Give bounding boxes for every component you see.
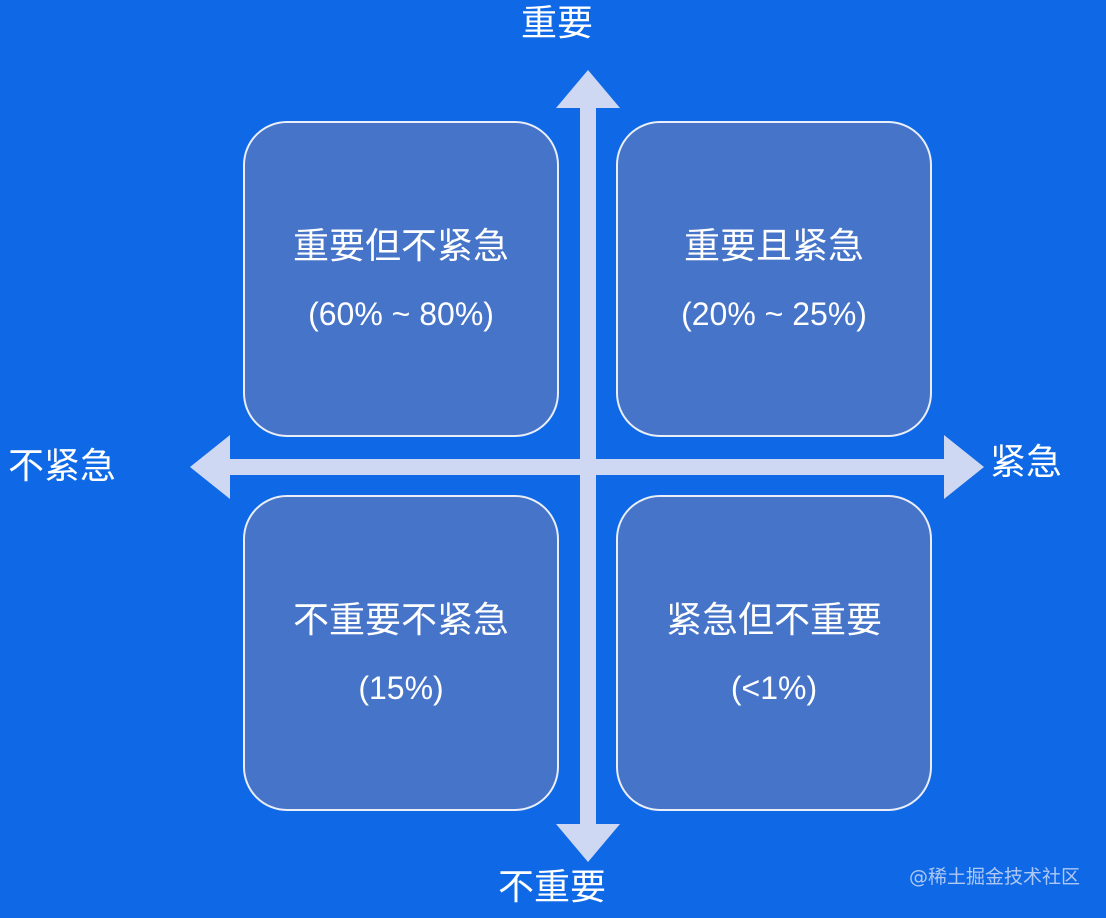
quadrant-percentage: (60% ~ 80%) [308,296,494,332]
axis-label-important: 重要 [521,3,594,44]
quadrant-percentage: (<1%) [730,670,818,706]
quadrant-important-and-urgent: 重要且紧急 (20% ~ 25%) [616,121,932,437]
quadrant-title: 重要但不紧急 [292,226,509,267]
quadrant-urgent-not-important: 紧急但不重要 (<1%) [616,495,932,811]
quadrant-not-important-not-urgent: 不重要不紧急 (15%) [243,495,559,811]
quadrant-title: 不重要不紧急 [292,600,509,641]
axis-label-not-urgent: 不紧急 [8,446,117,487]
quadrant-title: 重要且紧急 [683,226,864,267]
watermark: @稀土掘金技术社区 [908,866,1080,888]
quadrant-percentage: (20% ~ 25%) [681,296,867,332]
quadrant-title: 紧急但不重要 [665,600,882,641]
axis-label-urgent: 紧急 [990,442,1063,483]
arrow-up-icon [556,70,620,108]
arrow-left-icon [190,435,230,499]
horizontal-axis-line [226,459,948,475]
arrow-down-icon [556,824,620,862]
quadrant-percentage: (15%) [358,670,444,706]
quadrant-important-not-urgent: 重要但不紧急 (60% ~ 80%) [243,121,559,437]
axis-label-not-important: 不重要 [498,867,607,908]
arrow-right-icon [944,435,984,499]
